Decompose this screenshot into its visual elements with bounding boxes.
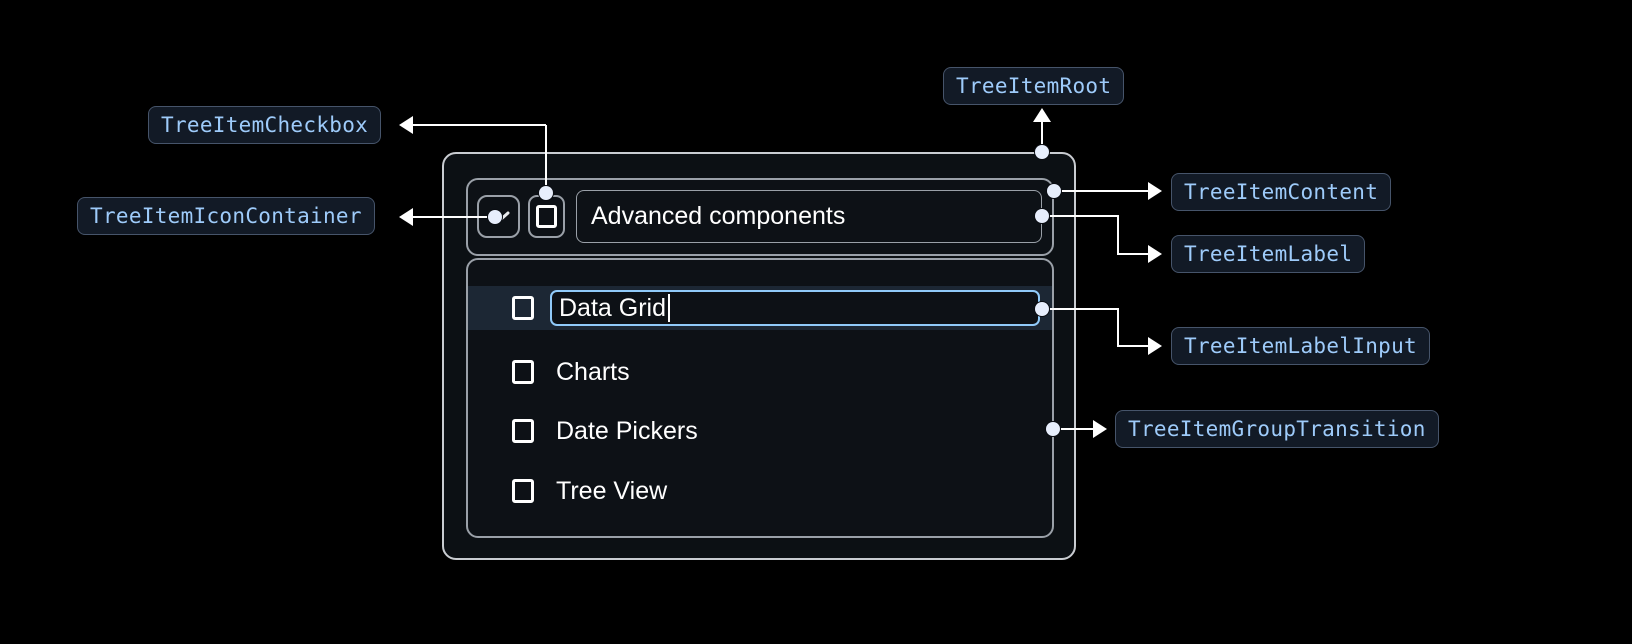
- annotation-badge-tree-item-content: TreeItemContent: [1171, 173, 1392, 211]
- annotation-badge-tree-item-checkbox: TreeItemCheckbox: [148, 106, 382, 144]
- arrowhead-content: [1148, 182, 1162, 200]
- annotation-badge-tree-item-icon-container: TreeItemIconContainer: [77, 197, 375, 235]
- tree-item-label-input-value: Data Grid: [559, 293, 666, 322]
- anchor-dot-root: [1035, 145, 1049, 159]
- text-caret: [667, 294, 670, 322]
- tree-row-data-grid[interactable]: Data Grid: [468, 286, 1052, 330]
- arrowhead-icon-container: [399, 208, 413, 226]
- arrowhead-checkbox: [399, 116, 413, 134]
- annotation-badge-tree-item-root: TreeItemRoot: [943, 67, 1125, 105]
- tree-item-group-transition: Data Grid Charts Date Pickers Tree View: [466, 258, 1054, 538]
- anchor-dot-icon-container: [488, 210, 502, 224]
- arrowhead-label: [1148, 245, 1162, 263]
- checkbox-icon-tree-view[interactable]: [512, 479, 534, 503]
- connector-label-input-horizontal-2: [1117, 345, 1159, 347]
- connector-group-transition: [1053, 428, 1104, 430]
- connector-label-input-horizontal-1: [1042, 308, 1119, 310]
- tree-row-charts[interactable]: Charts: [468, 350, 1052, 394]
- tree-item-label-text: Advanced components: [591, 202, 846, 230]
- arrowhead-label-input: [1148, 337, 1162, 355]
- connector-label-horizontal-1: [1042, 215, 1119, 217]
- tree-row-date-pickers[interactable]: Date Pickers: [468, 409, 1052, 453]
- anchor-dot-group-transition: [1046, 422, 1060, 436]
- arrowhead-root: [1033, 108, 1051, 122]
- checkbox-icon-data-grid[interactable]: [512, 296, 534, 320]
- tree-item-checkbox[interactable]: [528, 195, 565, 238]
- annotation-badge-tree-item-group-transition: TreeItemGroupTransition: [1115, 410, 1439, 448]
- anchor-dot-label: [1035, 209, 1049, 223]
- connector-checkbox-vertical: [545, 125, 547, 195]
- anchor-dot-checkbox: [539, 186, 553, 200]
- annotation-badge-tree-item-label: TreeItemLabel: [1171, 235, 1366, 273]
- checkbox-icon-charts[interactable]: [512, 360, 534, 384]
- connector-icon-container: [410, 216, 500, 218]
- connector-root-vertical: [1041, 118, 1043, 154]
- tree-row-label-date-pickers: Date Pickers: [556, 416, 698, 445]
- tree-item-label-input[interactable]: Data Grid: [550, 290, 1040, 326]
- connector-checkbox-horizontal: [410, 124, 546, 126]
- anchor-dot-content: [1047, 184, 1061, 198]
- connector-label-vertical: [1117, 215, 1119, 255]
- tree-row-label-charts: Charts: [556, 357, 630, 386]
- checkbox-icon-date-pickers[interactable]: [512, 419, 534, 443]
- connector-label-horizontal-2: [1117, 253, 1159, 255]
- tree-item-label[interactable]: Advanced components: [576, 190, 1042, 243]
- annotation-badge-tree-item-label-input: TreeItemLabelInput: [1171, 327, 1430, 365]
- connector-content: [1054, 190, 1159, 192]
- tree-row-tree-view[interactable]: Tree View: [468, 469, 1052, 513]
- tree-row-label-tree-view: Tree View: [556, 476, 668, 505]
- connector-label-input-vertical: [1117, 308, 1119, 347]
- checkbox-box-icon: [536, 205, 557, 228]
- anchor-dot-label-input: [1035, 302, 1049, 316]
- arrowhead-group-transition: [1093, 420, 1107, 438]
